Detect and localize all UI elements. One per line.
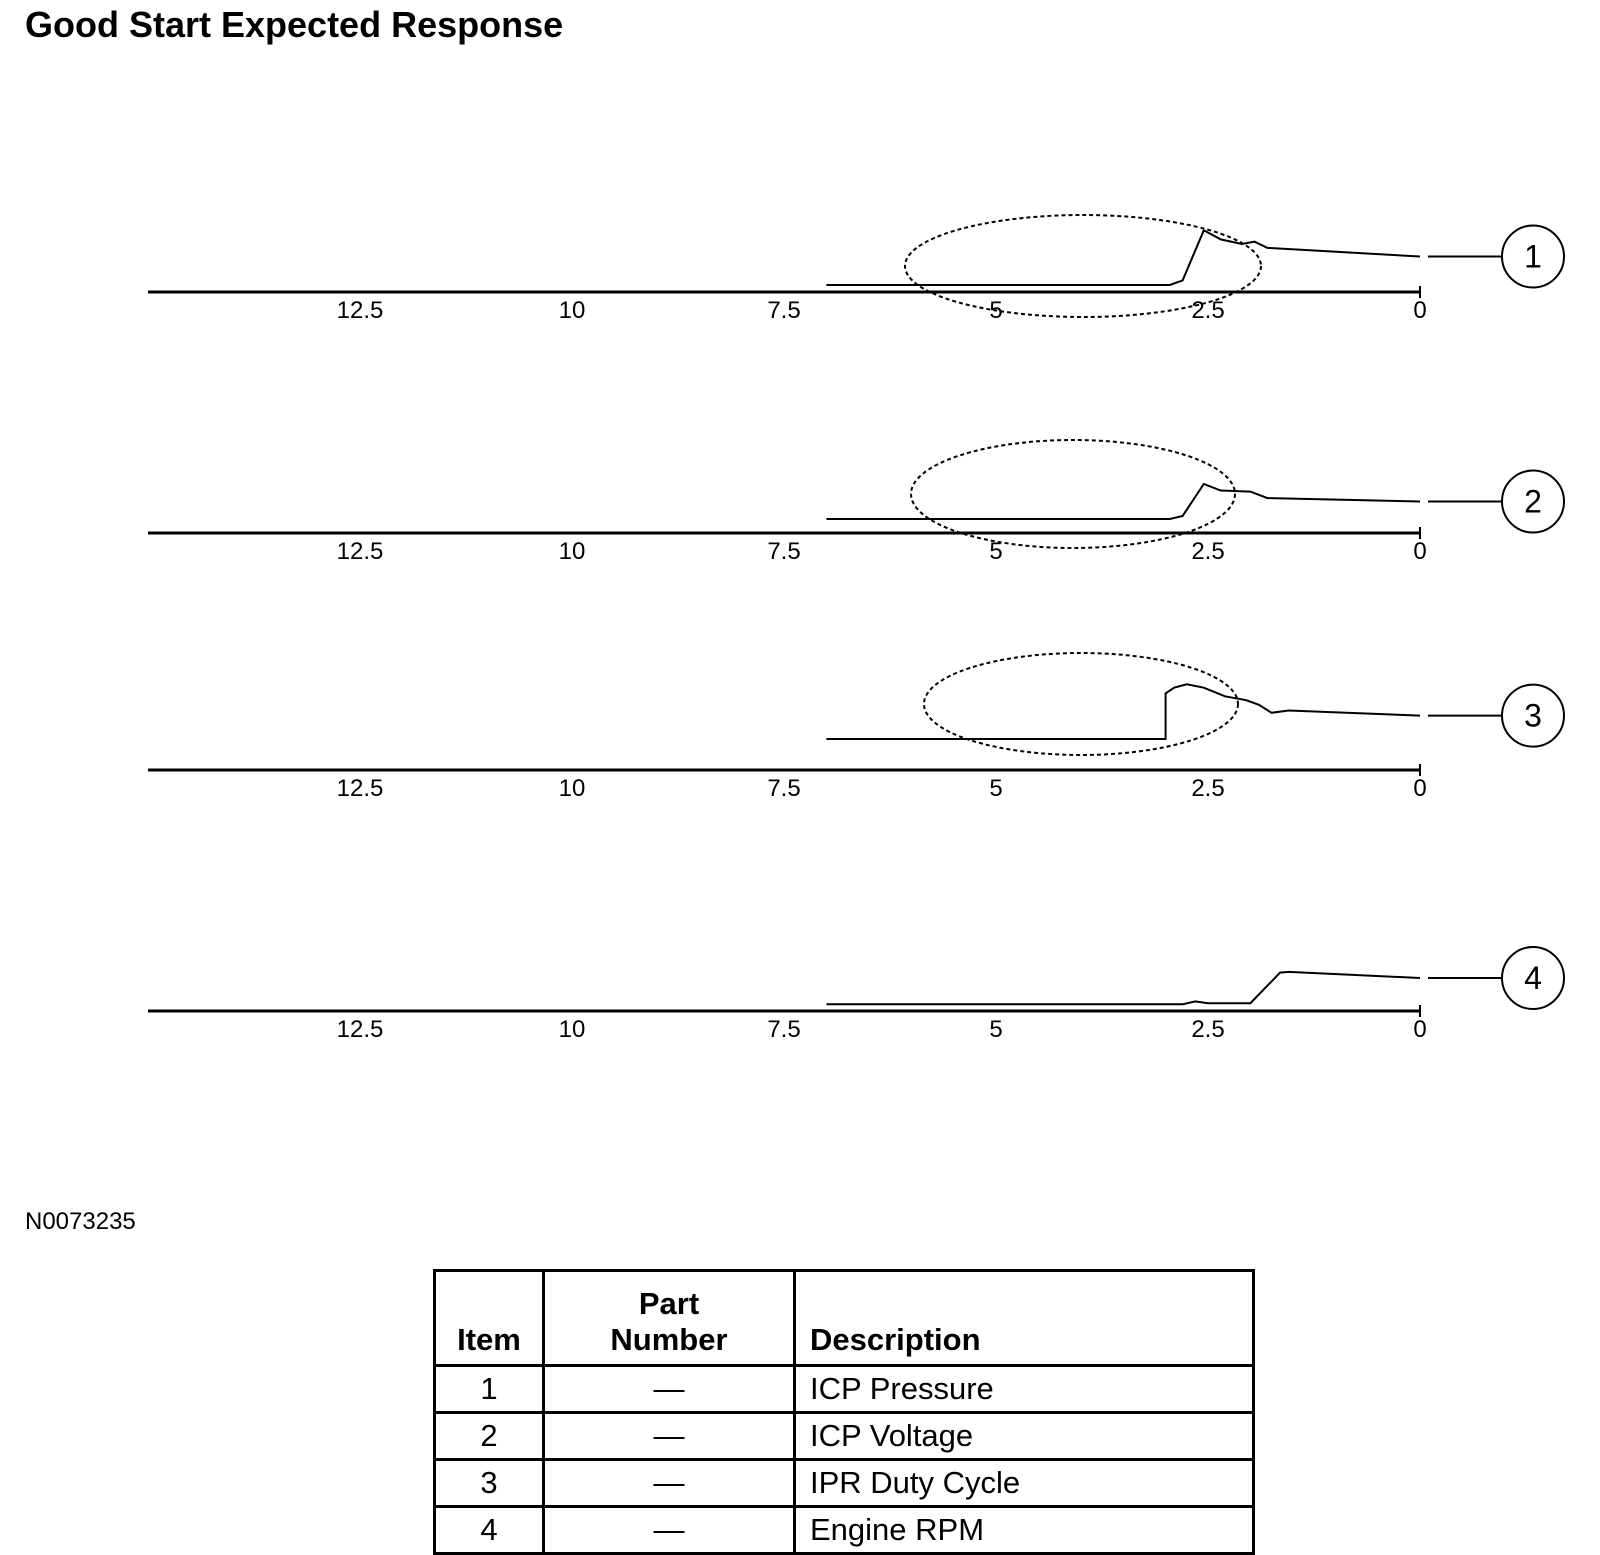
cell-item: 4 bbox=[433, 1505, 545, 1555]
callout-circle bbox=[1501, 224, 1565, 289]
callout-circle bbox=[1501, 946, 1565, 1010]
x-tick-label: 12.5 bbox=[337, 1016, 384, 1043]
x-tick-label: 7.5 bbox=[767, 775, 800, 802]
x-tick-label: 7.5 bbox=[767, 297, 800, 324]
x-tick-label: 5 bbox=[989, 775, 1002, 802]
cell-description: IPR Duty Cycle bbox=[793, 1458, 1255, 1508]
header-part-line1: Part bbox=[638, 1286, 700, 1321]
parts-table: Item Part Number Description 1 — ICP Pre… bbox=[433, 1269, 1255, 1555]
highlight-ellipse bbox=[923, 652, 1239, 756]
callout-number: 1 bbox=[1524, 239, 1542, 275]
highlight-ellipse bbox=[904, 214, 1262, 318]
x-tick-label: 2.5 bbox=[1191, 775, 1224, 802]
x-tick-label: 12.5 bbox=[337, 775, 384, 802]
x-tick-label: 10 bbox=[559, 297, 586, 324]
cell-part-number: — bbox=[542, 1364, 796, 1414]
series-trace bbox=[826, 228, 1421, 286]
cell-description: ICP Voltage bbox=[793, 1411, 1255, 1461]
header-item: Item bbox=[433, 1269, 545, 1367]
header-description: Description bbox=[793, 1269, 1255, 1367]
page-title: Good Start Expected Response bbox=[25, 4, 564, 45]
series-trace bbox=[826, 970, 1421, 1006]
cell-item: 2 bbox=[433, 1411, 545, 1461]
table-header-row: Item Part Number Description bbox=[433, 1269, 1255, 1367]
callout-circle bbox=[1501, 469, 1565, 534]
x-tick-label: 2.5 bbox=[1191, 297, 1224, 324]
callout-number: 2 bbox=[1524, 484, 1542, 520]
x-tick-label: 0 bbox=[1413, 538, 1426, 565]
callout-circle bbox=[1501, 683, 1565, 748]
callout-number: 4 bbox=[1524, 960, 1542, 996]
header-part-number: Part Number bbox=[542, 1269, 796, 1367]
table-row: 1 — ICP Pressure bbox=[433, 1364, 1255, 1414]
cell-description: Engine RPM bbox=[793, 1505, 1255, 1555]
x-tick-label: 7.5 bbox=[767, 1016, 800, 1043]
table-row: 4 — Engine RPM bbox=[433, 1505, 1255, 1555]
x-tick-label: 5 bbox=[989, 538, 1002, 565]
cell-part-number: — bbox=[542, 1411, 796, 1461]
cell-description: ICP Pressure bbox=[793, 1364, 1255, 1414]
x-tick-label: 2.5 bbox=[1191, 1016, 1224, 1043]
x-tick-label: 10 bbox=[559, 775, 586, 802]
table-row: 2 — ICP Voltage bbox=[433, 1411, 1255, 1461]
x-tick-label: 0 bbox=[1413, 1016, 1426, 1043]
charts-area: 12.5 10 7.5 5 2.5 0 1 12.5 10 7.5 5 2.5 0 2 12.5 10 7.5 5… bbox=[148, 214, 1565, 1043]
x-tick-label: 0 bbox=[1413, 297, 1426, 324]
highlight-ellipse bbox=[910, 439, 1236, 549]
x-tick-label: 2.5 bbox=[1191, 538, 1224, 565]
series-trace bbox=[826, 482, 1421, 520]
x-tick-label: 7.5 bbox=[767, 538, 800, 565]
table-row: 3 — IPR Duty Cycle bbox=[433, 1458, 1255, 1508]
callout-number: 3 bbox=[1524, 698, 1542, 734]
x-tick-label: 12.5 bbox=[337, 297, 384, 324]
x-tick-label: 0 bbox=[1413, 775, 1426, 802]
x-tick-label: 10 bbox=[559, 538, 586, 565]
x-tick-label: 10 bbox=[559, 1016, 586, 1043]
x-tick-label: 5 bbox=[989, 1016, 1002, 1043]
figure-id: N0073235 bbox=[25, 1208, 136, 1235]
series-trace bbox=[826, 683, 1421, 740]
cell-part-number: — bbox=[542, 1458, 796, 1508]
cell-item: 1 bbox=[433, 1364, 545, 1414]
cell-item: 3 bbox=[433, 1458, 545, 1508]
x-tick-label: 12.5 bbox=[337, 538, 384, 565]
header-part-line2: Number bbox=[610, 1322, 728, 1357]
cell-part-number: — bbox=[542, 1505, 796, 1555]
